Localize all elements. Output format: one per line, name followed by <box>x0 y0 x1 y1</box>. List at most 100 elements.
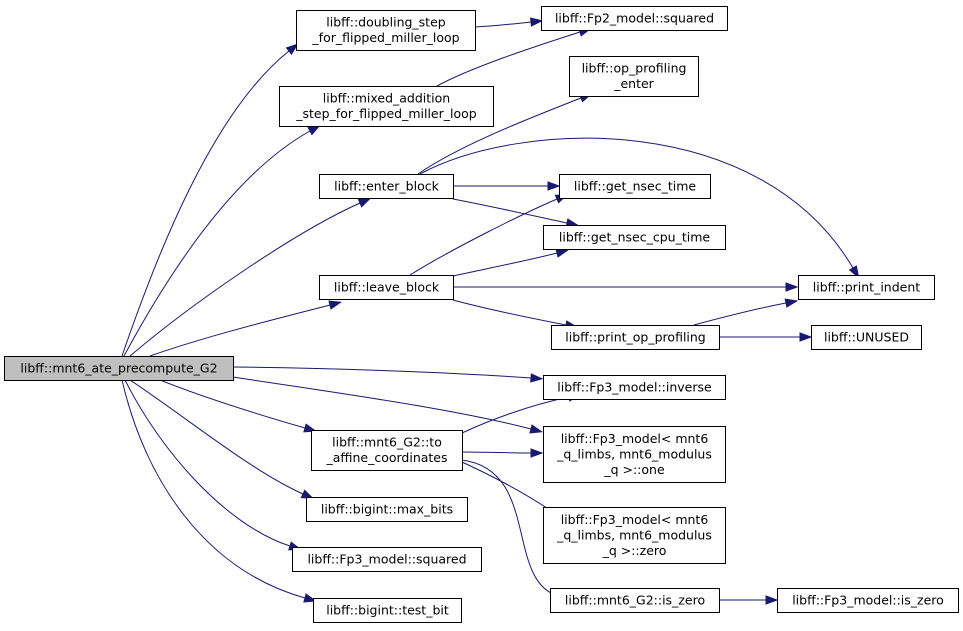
node-box <box>313 598 462 623</box>
edge-mnt6_ate_precompute_G2-to-doubling_step <box>121 43 299 357</box>
edge-mnt6_ate_precompute_G2-to-mixed_addition <box>123 124 321 357</box>
arrowhead-icon <box>785 282 799 292</box>
arrowhead-icon <box>530 448 544 458</box>
edge-line <box>409 198 558 276</box>
node-label: libff::print_op_profiling <box>565 329 706 344</box>
arrowhead-icon <box>285 43 299 55</box>
node-op-profiling-enter[interactable]: libff::op_profiling_enter <box>569 56 699 97</box>
edge-line <box>461 451 532 454</box>
edge-line <box>232 376 532 430</box>
node-unused[interactable]: libff::UNUSED <box>811 325 922 350</box>
edge-mnt6_ate_precompute_G2-to-fp3_squared <box>124 379 302 551</box>
edge-line <box>123 130 311 357</box>
node-mnt6-ate-precompute-G2[interactable]: libff::mnt6_ate_precompute_G2 <box>4 356 234 381</box>
node-box <box>551 325 720 350</box>
node-label: libff::bigint::max_bits <box>321 501 453 516</box>
node-get-nsec-time[interactable]: libff::get_nsec_time <box>559 174 711 199</box>
node-box <box>543 375 726 400</box>
node-label: libff::op_profiling <box>582 61 687 76</box>
node-box <box>559 174 711 199</box>
edge-line <box>121 379 306 599</box>
edge-print_op_profiling-to-unused <box>718 332 813 342</box>
edge-leave_block-to-print_op_profiling <box>452 299 579 330</box>
edge-line <box>461 461 554 513</box>
arrowhead-icon <box>765 595 779 605</box>
node-box <box>541 6 728 31</box>
node-label: libff::get_nsec_cpu_time <box>559 229 710 244</box>
node-label: _for_flipped_miller_loop <box>311 30 459 45</box>
node-label: libff::Fp3_model< mnt6 <box>561 431 709 446</box>
edge-mnt6_ate_precompute_G2-to-test_bit <box>121 379 317 603</box>
node-label: _affine_coordinates <box>325 450 447 465</box>
node-label: _q_limbs, mnt6_modulus <box>556 527 712 542</box>
node-fp3-squared[interactable]: libff::Fp3_model::squared <box>292 547 482 572</box>
edge-line <box>121 50 290 357</box>
arrowhead-icon <box>529 424 544 434</box>
node-label: libff::doubling_step <box>326 15 446 30</box>
node-label: libff::print_indent <box>813 279 920 294</box>
node-label: libff::get_nsec_time <box>574 178 696 193</box>
arrowhead-icon <box>848 265 860 279</box>
edge-line <box>419 137 854 269</box>
arrowhead-icon <box>303 423 318 433</box>
node-is-zero[interactable]: libff::mnt6_G2::is_zero <box>550 588 720 613</box>
arrowhead-icon <box>799 332 813 342</box>
node-label: libff::Fp2_model::squared <box>555 10 714 25</box>
node-enter-block[interactable]: libff::enter_block <box>319 174 454 199</box>
edge-doubling_step-to-fp2_squared <box>474 17 544 28</box>
edge-enter_block-to-get_nsec_cpu_time <box>452 198 580 228</box>
nodes: libff::mnt6_ate_precompute_G2 libff::doub… <box>4 6 959 623</box>
node-box <box>279 86 494 127</box>
edge-mnt6_ate_precompute_G2-to-to_affine <box>159 379 318 433</box>
node-fp3-one[interactable]: libff::Fp3_model< mnt6_q_limbs, mnt6_mod… <box>543 426 726 483</box>
edges <box>121 17 860 605</box>
node-box <box>311 430 463 471</box>
node-label: libff::mixed_addition <box>323 91 450 106</box>
node-get-nsec-cpu-time[interactable]: libff::get_nsec_cpu_time <box>543 225 726 250</box>
node-label: libff::mnt6_G2::to <box>332 435 442 450</box>
node-label: libff::Fp3_model< mnt6 <box>561 512 709 527</box>
node-fp3-zero[interactable]: libff::Fp3_model< mnt6_q_limbs, mnt6_mod… <box>543 507 726 564</box>
node-box <box>543 507 726 564</box>
edge-line <box>417 97 582 175</box>
node-box <box>777 588 959 613</box>
arrowhead-icon <box>555 248 570 258</box>
arrowhead-icon <box>328 300 343 310</box>
node-box <box>550 588 720 613</box>
node-to-affine[interactable]: libff::mnt6_G2::to_affine_coordinates <box>311 430 463 471</box>
edge-line <box>124 379 291 547</box>
edge-mnt6_ate_precompute_G2-to-fp3_one <box>232 376 544 434</box>
node-doubling-step[interactable]: libff::doubling_step_for_flipped_miller_… <box>296 10 476 51</box>
edge-enter_block-to-get_nsec_time <box>453 181 561 191</box>
edge-mnt6_ate_precompute_G2-to-max_bits <box>129 379 315 500</box>
node-box <box>569 56 699 97</box>
edge-line <box>129 379 304 495</box>
node-box <box>292 547 482 572</box>
arrowhead-icon <box>530 17 544 27</box>
edge-line <box>159 379 306 429</box>
edge-line <box>693 302 787 326</box>
edge-line <box>129 202 361 357</box>
node-print-op-profiling[interactable]: libff::print_op_profiling <box>551 325 720 350</box>
node-leave-block[interactable]: libff::leave_block <box>319 275 454 300</box>
node-test-bit[interactable]: libff::bigint::test_bit <box>313 598 462 623</box>
edge-line <box>474 21 532 28</box>
edge-line <box>452 299 567 326</box>
node-fp2-squared[interactable]: libff::Fp2_model::squared <box>541 6 728 31</box>
node-box <box>306 497 468 522</box>
node-label: _q >::one <box>603 462 665 477</box>
node-max-bits[interactable]: libff::bigint::max_bits <box>306 497 468 522</box>
node-box <box>319 275 454 300</box>
node-mixed-addition[interactable]: libff::mixed_addition_step_for_flipped_m… <box>279 86 494 127</box>
node-fp3-inverse[interactable]: libff::Fp3_model::inverse <box>543 375 726 400</box>
node-label: libff::leave_block <box>334 279 440 294</box>
node-fp3-is-zero[interactable]: libff::Fp3_model::is_zero <box>777 588 959 613</box>
edge-leave_block-to-print_indent <box>453 282 799 292</box>
node-box <box>543 225 726 250</box>
node-print-indent[interactable]: libff::print_indent <box>798 275 935 300</box>
edge-enter_block-to-print_indent <box>419 137 860 279</box>
edge-line <box>452 252 558 277</box>
edge-to_affine-to-fp3_one <box>461 448 544 458</box>
edge-print_op_profiling-to-print_indent <box>693 298 799 326</box>
